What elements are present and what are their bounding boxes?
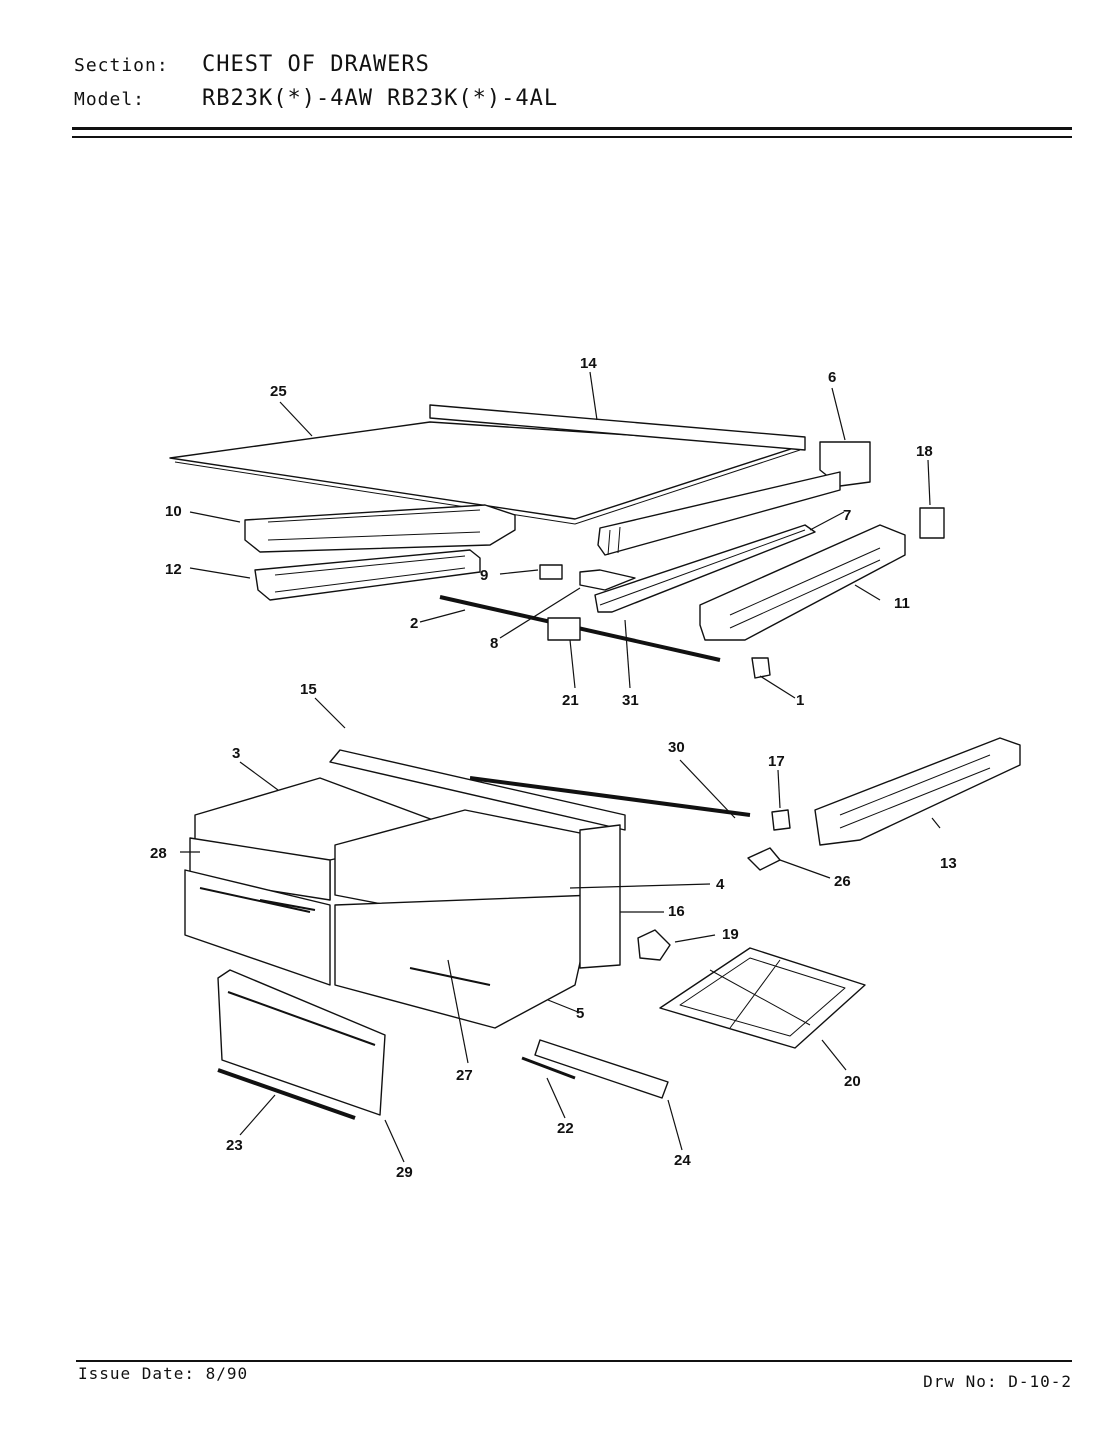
part-8-clip: [579, 569, 636, 591]
callout-30: 30: [668, 739, 685, 756]
section-line: Section: CHEST OF DRAWERS: [74, 52, 430, 77]
part-26-clip: [747, 847, 781, 871]
part-20-tray-frame: [659, 947, 866, 1049]
callout-10: 10: [165, 503, 182, 520]
callout-22: 22: [557, 1120, 574, 1137]
part-18-cap: [919, 507, 945, 539]
drawing-number: Drw No: D-10-2: [923, 1372, 1072, 1391]
callout-21: 21: [562, 692, 579, 709]
part-9-bracket: [539, 564, 563, 580]
part-21-block: [547, 617, 581, 641]
callout-9: 9: [480, 567, 488, 584]
model-line: Model: RB23K(*)-4AW RB23K(*)-4AL: [74, 86, 558, 111]
section-title: CHEST OF DRAWERS: [202, 52, 430, 77]
part-24-slide: [534, 1039, 669, 1099]
callout-20: 20: [844, 1073, 861, 1090]
callout-18: 18: [916, 443, 933, 460]
callout-24: 24: [674, 1152, 691, 1169]
callout-7: 7: [843, 507, 851, 524]
callout-31: 31: [622, 692, 639, 709]
callout-16: 16: [668, 903, 685, 920]
callout-14: 14: [580, 355, 597, 372]
callout-23: 23: [226, 1137, 243, 1154]
callout-25: 25: [270, 383, 287, 400]
part-19-clip: [637, 929, 671, 961]
callout-13: 13: [940, 855, 957, 872]
part-22-strip: [521, 1056, 576, 1080]
part-28-drawer-front: [189, 837, 331, 901]
section-label: Section:: [74, 55, 169, 76]
part-14-rear-trim: [429, 404, 806, 451]
part-13-right-support: [814, 737, 1021, 846]
header-rule-top: [72, 127, 1072, 130]
part-27-crisper: [334, 894, 596, 1029]
callout-11: 11: [894, 595, 910, 612]
callout-26: 26: [834, 873, 851, 890]
callout-27: 27: [456, 1067, 473, 1084]
issue-date: Issue Date: 8/90: [78, 1364, 249, 1383]
part-15-front-trim: [329, 749, 626, 831]
callout-6: 6: [828, 369, 836, 386]
callout-15: 15: [300, 681, 317, 698]
callout-29: 29: [396, 1164, 413, 1181]
callout-8: 8: [490, 635, 498, 652]
callout-1: 1: [796, 692, 804, 709]
callout-28: 28: [150, 845, 167, 862]
part-10-left-rail-upper: [244, 504, 516, 553]
callout-19: 19: [722, 926, 739, 943]
callout-12: 12: [165, 561, 182, 578]
callout-3: 3: [232, 745, 240, 762]
part-16-frame: [579, 824, 621, 969]
part-left-lower-drawer: [184, 869, 331, 986]
part-23-strip: [217, 1068, 356, 1120]
part-shelf-right-rail: [597, 471, 841, 556]
model-label: Model:: [74, 89, 146, 110]
callout-2: 2: [410, 615, 418, 632]
part-1-clip: [751, 657, 771, 679]
footer-rule: [76, 1360, 1072, 1362]
part-17-clip: [771, 809, 791, 831]
model-numbers: RB23K(*)-4AW RB23K(*)-4AL: [202, 86, 559, 111]
header-rule-bottom: [72, 136, 1072, 138]
callout-5: 5: [576, 1005, 584, 1022]
callout-17: 17: [768, 753, 785, 770]
callout-4: 4: [716, 876, 725, 893]
leader-lines: [180, 371, 941, 1163]
part-30-rod: [469, 776, 751, 817]
part-29-drawer-front: [217, 969, 386, 1116]
